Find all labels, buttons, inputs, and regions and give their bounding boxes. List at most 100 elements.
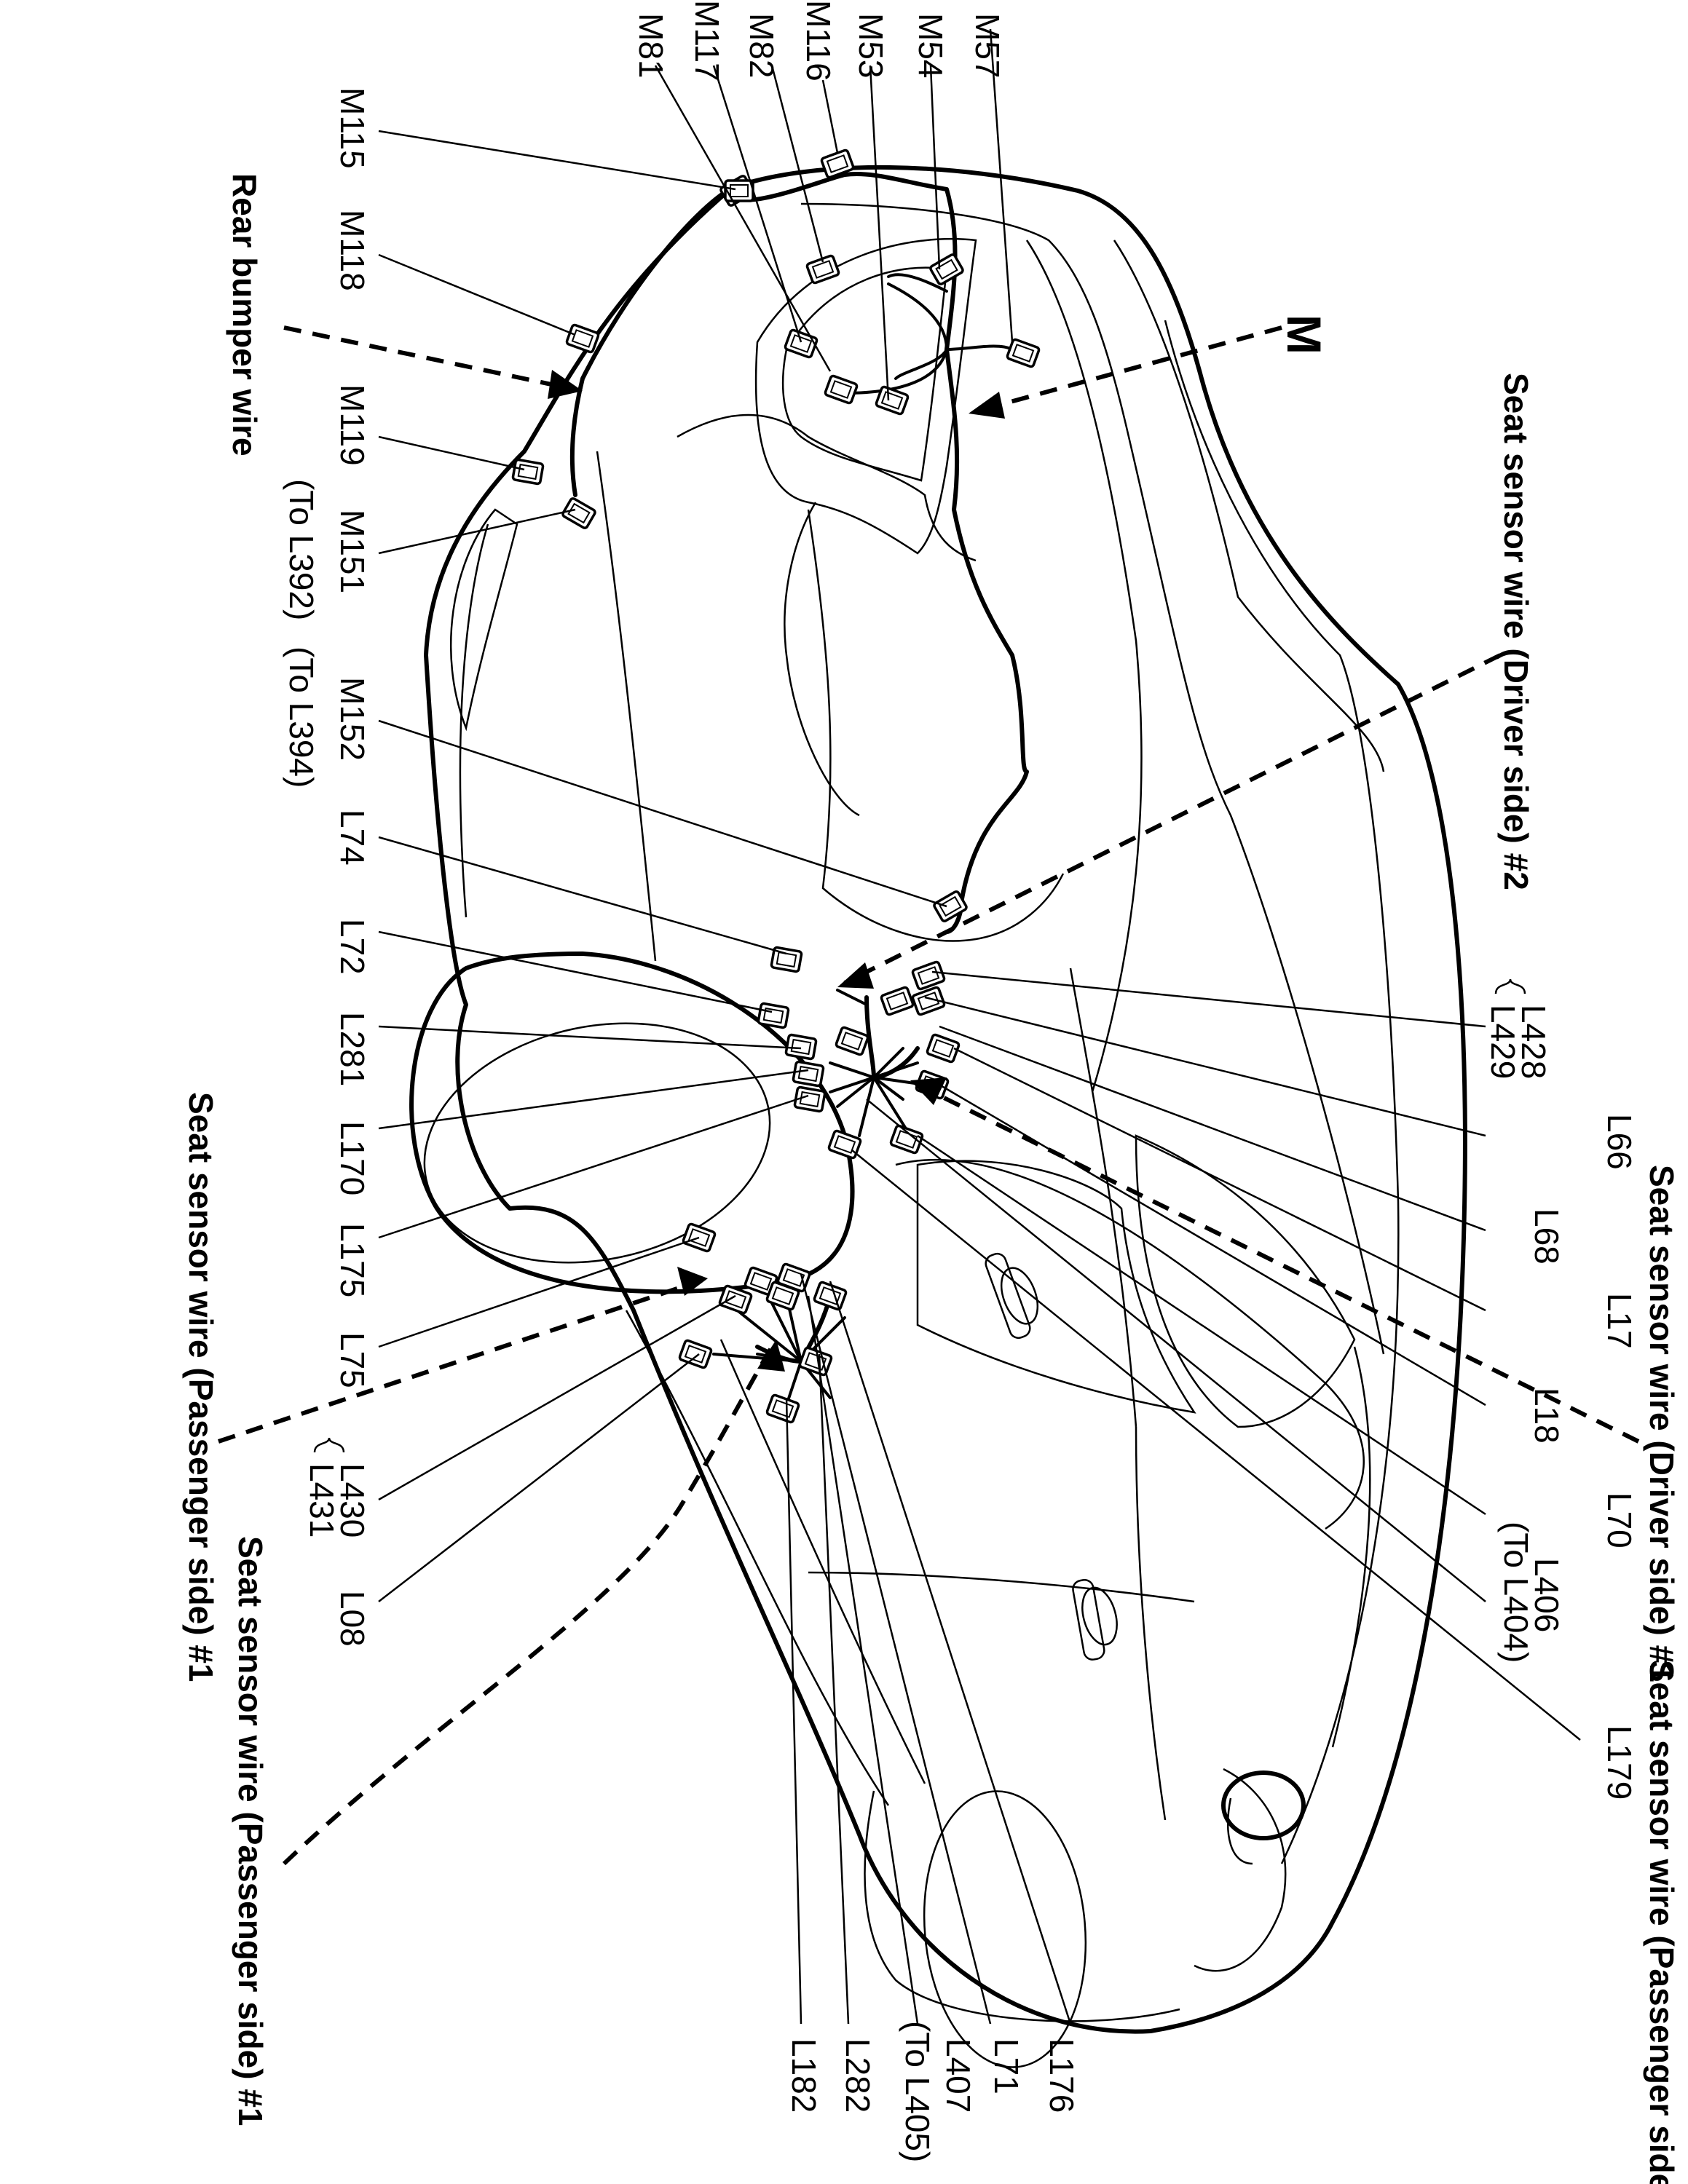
label-m115: M115 xyxy=(334,87,371,169)
label-l72: L72 xyxy=(334,919,371,975)
label-seat-driver-2: Seat sensor wire (Driver side) #2 xyxy=(1497,373,1535,890)
front-bumper xyxy=(864,1790,1180,2022)
label-m54: M54 xyxy=(912,13,950,78)
front-door-handle-icon xyxy=(1072,1578,1118,1661)
branch-l75 xyxy=(858,1076,875,1137)
connector-l282 xyxy=(798,1346,833,1377)
harness-wires xyxy=(569,172,1029,1406)
label-l18: L18 xyxy=(1528,1388,1566,1444)
rear-door-window xyxy=(916,1160,1196,1414)
pointer-seat-driver-1 xyxy=(916,1083,1640,1444)
leader-m81 xyxy=(654,65,832,372)
rear-door-handle-icon xyxy=(985,1252,1039,1340)
pointer-seat-driver-2 xyxy=(843,653,1502,985)
label-m116: M116 xyxy=(800,0,837,82)
body-outline xyxy=(424,165,1467,2034)
connector-m118 xyxy=(565,323,600,354)
connector-m115 xyxy=(724,179,754,202)
label-m152: M152 xyxy=(334,677,371,761)
leader-l179 xyxy=(851,1150,1581,1741)
leader-m54 xyxy=(929,65,941,270)
label-seat-driver-1: Seat sensor wire (Driver side) #1 xyxy=(1643,1165,1681,1682)
c-pillar xyxy=(807,509,1065,942)
connector-l175 xyxy=(793,1085,827,1113)
label-l70: L70 xyxy=(1601,1492,1638,1548)
label-l282: L282 xyxy=(839,2038,877,2113)
leader-m117 xyxy=(712,65,802,343)
connector-l66 xyxy=(911,986,946,1016)
branch-l281 xyxy=(829,1061,875,1079)
vehicle-body xyxy=(409,165,1467,2068)
leader-m57 xyxy=(989,28,1014,343)
label-l281: L281 xyxy=(334,1012,371,1086)
leader-m116 xyxy=(821,79,839,154)
label-l407: L407 xyxy=(939,2038,977,2113)
pointer-seat-passenger-bottom xyxy=(282,1345,774,1866)
label-l170: L170 xyxy=(334,1121,371,1195)
connector-l429 xyxy=(880,986,915,1016)
door-lower-line xyxy=(808,1571,1195,1603)
connector-m116 xyxy=(820,149,855,179)
connector-l72 xyxy=(757,1002,790,1029)
connector-m152 xyxy=(933,890,968,922)
label-l428: L428 xyxy=(1515,1005,1553,1079)
pointer-seat-passenger-left xyxy=(218,1279,700,1444)
connector-l406 xyxy=(835,1026,869,1056)
label-rear-bumper-wire: Rear bumper wire xyxy=(226,173,264,456)
label-l66: L66 xyxy=(1601,1114,1638,1170)
label-l175: L175 xyxy=(334,1223,371,1297)
arrowhead-seat-driver-1-icon xyxy=(910,1077,947,1105)
connector-m53 xyxy=(875,385,910,416)
leader-m53 xyxy=(869,65,890,401)
leader-m119 xyxy=(378,435,525,471)
label-m118: M118 xyxy=(334,210,371,291)
connector-m81 xyxy=(824,374,859,405)
arrowhead-m-icon xyxy=(969,392,1005,419)
label-l08: L08 xyxy=(334,1591,371,1647)
leader-l08 xyxy=(378,1353,700,1602)
label-m117: M117 xyxy=(688,0,726,82)
rocker-line xyxy=(625,1310,890,1806)
side-mirror-icon xyxy=(1221,1770,1306,1865)
branch-m54 xyxy=(887,273,948,293)
roof-rail xyxy=(1164,320,1400,1864)
arrowhead-seat-passenger-left-icon xyxy=(677,1267,708,1296)
rear-wheel-arch xyxy=(409,951,855,1294)
label-m119: M119 xyxy=(334,384,371,466)
label-to-l394: (To L394) xyxy=(283,646,320,788)
door-seam xyxy=(1069,968,1137,1428)
label-to-l392: (To L392) xyxy=(283,479,320,620)
label-to-l405: (To L405) xyxy=(899,2021,936,2162)
branch-l170 xyxy=(829,1076,875,1093)
branch-m57 xyxy=(945,344,1014,351)
pointer-m xyxy=(975,325,1282,414)
branch-l17 xyxy=(872,1076,904,1101)
connector-m57 xyxy=(1006,338,1041,368)
front-wheel xyxy=(923,1790,1087,2068)
leader-l407 xyxy=(807,1295,919,2025)
arrowhead-seat-passenger-bottom-icon xyxy=(757,1340,785,1372)
arrowhead-rear-bumper-icon xyxy=(548,370,583,399)
branch-l282 xyxy=(770,1302,802,1363)
rear-quarter-panel xyxy=(459,523,489,918)
leader-l175 xyxy=(378,1094,809,1239)
leader-l282 xyxy=(818,1353,850,2025)
connector-l18 xyxy=(889,1124,924,1155)
rocker-line-2 xyxy=(719,1339,926,1784)
connector-l68 xyxy=(926,1033,961,1064)
label-l17: L17 xyxy=(1601,1293,1638,1349)
pointer-rear-bumper xyxy=(283,325,576,392)
dashed-pointers xyxy=(218,325,1640,1866)
trunk-line xyxy=(677,414,977,562)
leader-l75 xyxy=(378,1236,700,1348)
connector-l08 xyxy=(678,1339,713,1369)
labels: M Seat sensor wire (Driver side) #2 Seat… xyxy=(182,0,1681,2184)
leader-l170 xyxy=(378,1069,809,1130)
branch-m53 xyxy=(894,348,948,380)
leader-m82 xyxy=(770,65,824,263)
connector-m82 xyxy=(805,254,840,285)
connector-l407 xyxy=(765,1281,800,1311)
leader-l71 xyxy=(800,1273,992,2025)
brace-l428-l429 xyxy=(1494,978,1526,994)
